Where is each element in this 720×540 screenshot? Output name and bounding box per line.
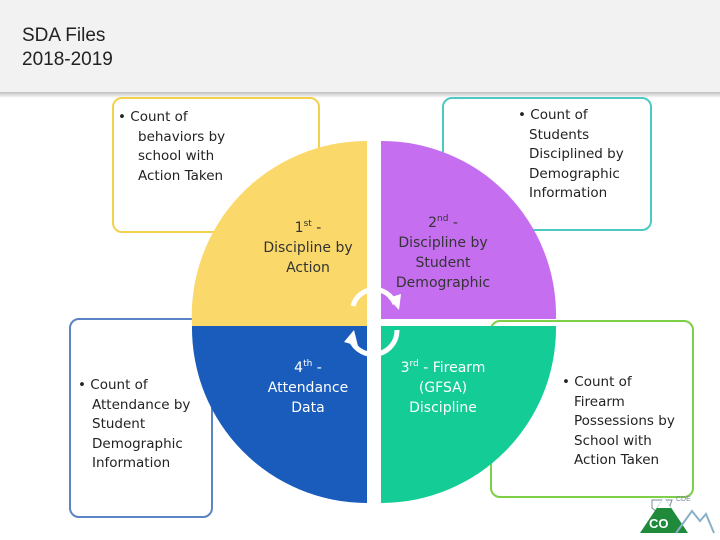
- cycle-arrow-bottom: [348, 329, 400, 357]
- quadrant-3-label: 3rd - Firearm (GFSA) Discipline: [400, 359, 486, 417]
- quadrant-2-label: 2nd - Discipline by Student Demographic: [395, 214, 491, 292]
- box-green-text: • Count of Firearm Possessions by School…: [562, 374, 675, 468]
- cycle-arrow-top-head: [388, 294, 401, 310]
- page-title: SDA Files 2018-2019: [22, 25, 113, 70]
- title-header: SDA Files 2018-2019: [0, 0, 720, 98]
- box-yellow-text: • Count of behaviors by school with Acti…: [118, 109, 226, 184]
- quadrant-4-shape: [191, 326, 367, 503]
- quadrant-1-shape: [191, 140, 367, 326]
- quadrant-4-label: 4th - Attendance Data: [267, 359, 349, 417]
- quadrant-3-shape: [381, 326, 557, 503]
- box-attendance-demographic: [69, 318, 213, 518]
- quadrant-2-shape: [381, 140, 557, 319]
- cycle-arrow-bottom-head: [344, 330, 358, 346]
- box-purple-text: • Count of Students Disciplined by Demog…: [518, 107, 624, 201]
- quadrant-1-label: 1st - Discipline by Action: [263, 219, 353, 277]
- box-blue-text: • Count of Attendance by Student Demogra…: [78, 377, 191, 471]
- header-divider: [0, 92, 720, 98]
